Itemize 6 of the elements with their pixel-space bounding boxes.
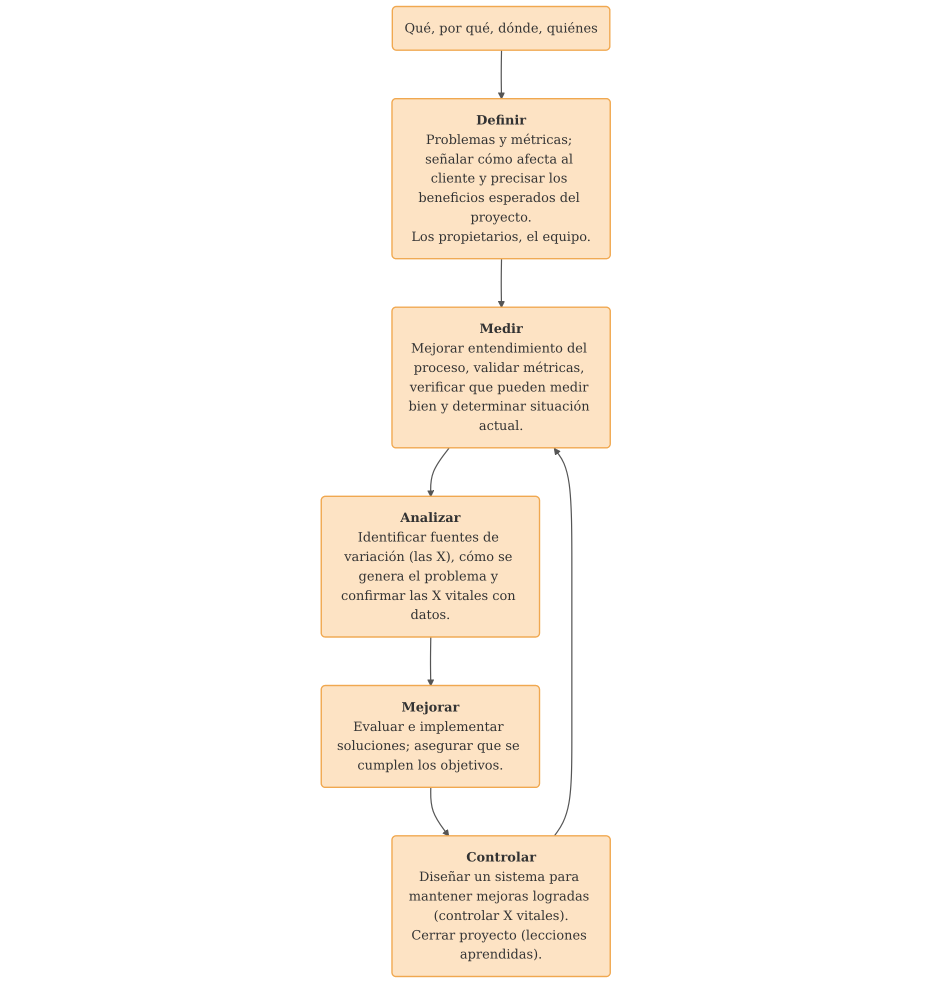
arrow (430, 788, 450, 837)
arrow (498, 50, 506, 100)
arrow (427, 637, 434, 686)
arrow (498, 259, 506, 308)
arrow (554, 448, 573, 837)
arrow (427, 448, 450, 498)
